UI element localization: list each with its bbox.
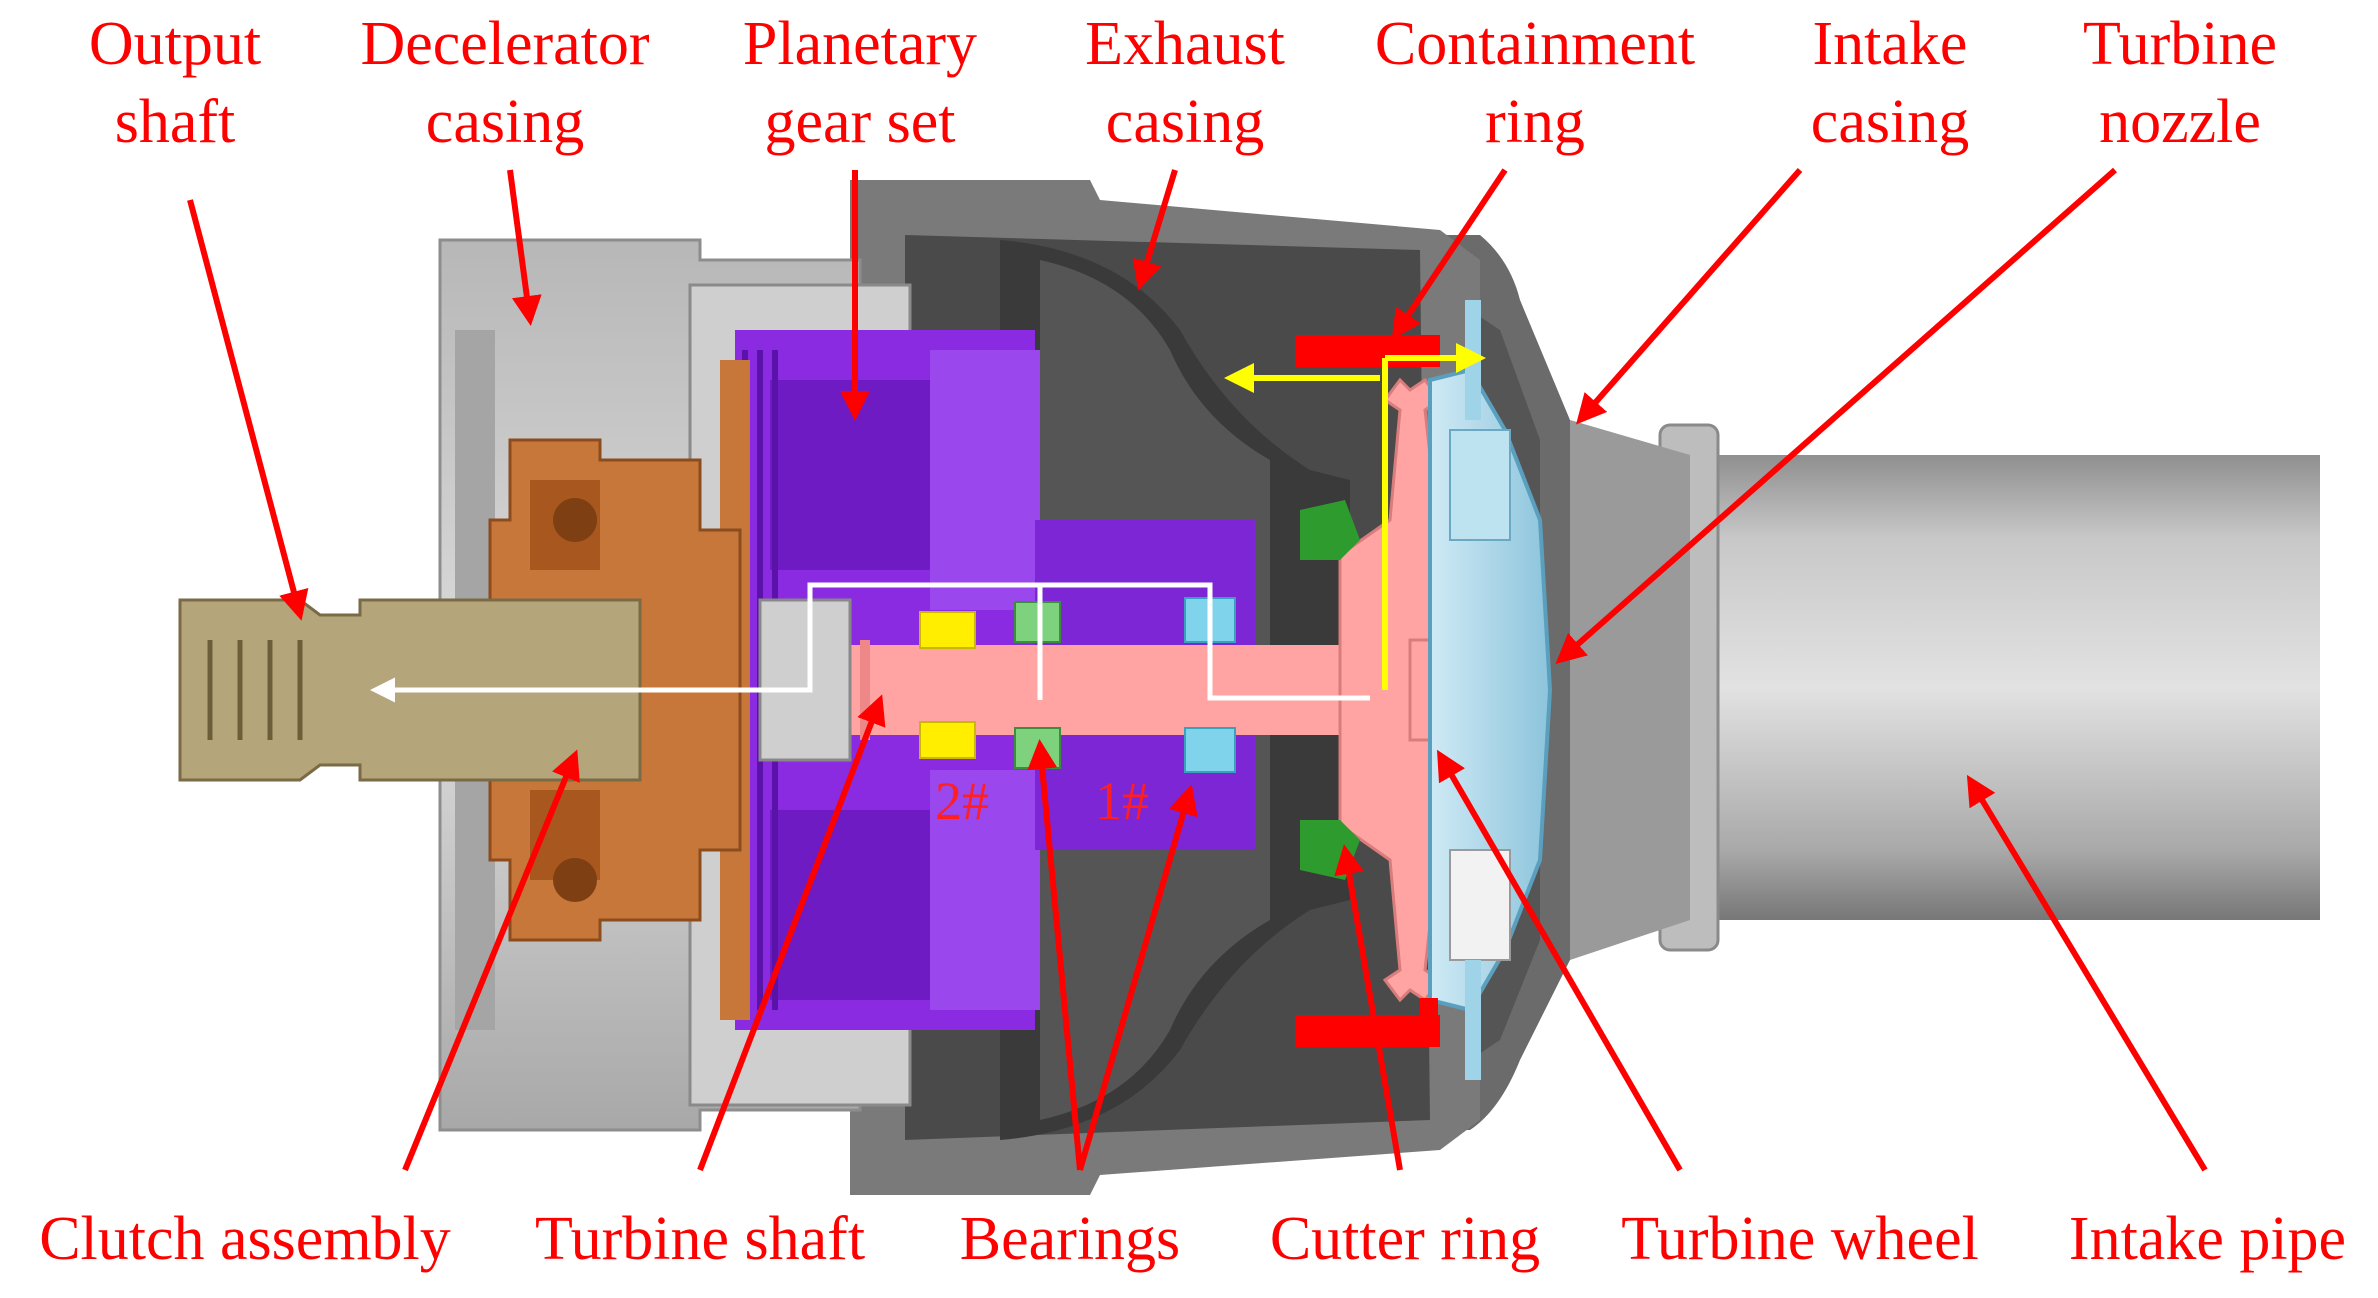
arrow-clutch-assembly [402, 749, 580, 1172]
label-bearings: Bearings [959, 1205, 1181, 1273]
label-containment-ring: Containment ring [1345, 5, 1725, 161]
label-line: shaft [114, 88, 236, 156]
leader-arrows [187, 167, 2208, 1172]
bearing-1-marker: 1# [1095, 771, 1149, 831]
label-cutter-ring: Cutter ring [1269, 1205, 1541, 1273]
label-line: Decelerator [360, 10, 650, 78]
label-intake-casing: Intake casing [1780, 5, 2000, 161]
label-output-shaft: Output shaft [55, 5, 295, 161]
label-line: Output [88, 10, 262, 78]
arrow-cutter-ring [1334, 844, 1403, 1171]
arrow-output-shaft [187, 199, 309, 621]
arrow-intake-casing [1576, 168, 1803, 425]
label-line: Intake [1812, 10, 1968, 78]
arrow-turbine-shaft [697, 694, 886, 1172]
label-line: Turbine [2082, 10, 2278, 78]
label-planetary-gear-set: Planetary gear set [700, 5, 1020, 161]
arrow-bearing-1 [1077, 784, 1198, 1171]
containment-ring-part [1295, 335, 1440, 1047]
label-turbine-nozzle: Turbine nozzle [2050, 5, 2310, 161]
label-turbine-wheel: Turbine wheel [1621, 1205, 1979, 1273]
label-intake-pipe: Intake pipe [2068, 1205, 2347, 1273]
arrow-decelerator-casing [507, 169, 542, 326]
label-turbine-shaft: Turbine shaft [534, 1205, 866, 1273]
arrow-turbine-nozzle [1555, 167, 2117, 664]
arrow-containment-ring [1391, 168, 1508, 340]
label-line: Planetary [742, 10, 978, 78]
label-line: gear set [764, 88, 956, 156]
label-line: nozzle [2099, 88, 2261, 156]
label-clutch-assembly: Clutch assembly [39, 1205, 451, 1273]
power-flow-path [370, 582, 1370, 703]
arrow-bearing-2 [1027, 739, 1083, 1171]
label-line: Containment [1374, 10, 1696, 78]
label-line: ring [1485, 88, 1585, 156]
arrow-exhaust-casing [1132, 169, 1178, 291]
intake-pipe-part [1570, 420, 2320, 960]
label-line: Exhaust [1085, 10, 1285, 78]
label-decelerator-casing: Decelerator casing [330, 5, 680, 161]
label-line: casing [1105, 88, 1265, 156]
bearing-2-marker: 2# [935, 771, 989, 831]
label-line: casing [425, 88, 585, 156]
containment-flow-arrows [1224, 343, 1486, 690]
arrow-intake-pipe [1966, 774, 2208, 1172]
label-line: casing [1810, 88, 1970, 156]
label-exhaust-casing: Exhaust casing [1055, 5, 1315, 161]
arrow-turbine-wheel [1436, 749, 1683, 1172]
